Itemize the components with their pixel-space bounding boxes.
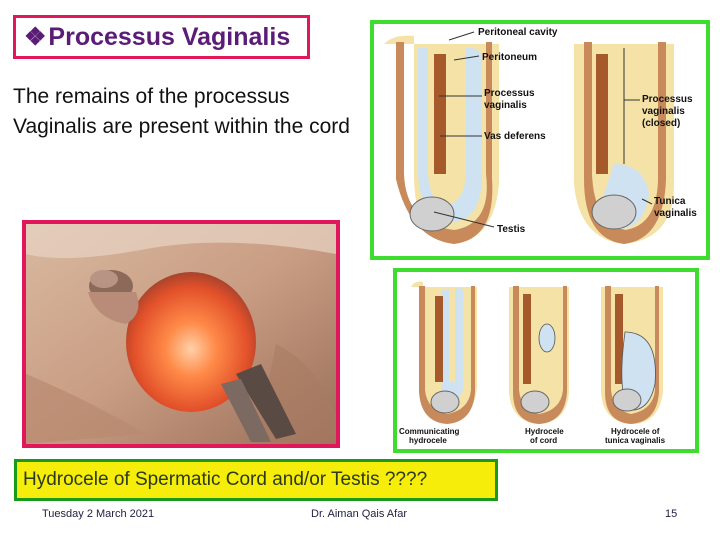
footer-page-number: 15 <box>665 508 678 520</box>
label-pv-closed-1: Processus <box>642 94 693 105</box>
diamond-bullet-icon: ❖ <box>24 23 47 51</box>
label-communicating-2: hydrocele <box>409 436 447 445</box>
label-peritoneal-cavity: Peritoneal cavity <box>478 27 558 38</box>
caption-box: Hydrocele of Spermatic Cord and/or Testi… <box>14 459 498 501</box>
label-peritoneum: Peritoneum <box>482 52 537 63</box>
label-tunica-bottom-2: tunica vaginalis <box>605 436 666 445</box>
panel-cord <box>509 286 569 424</box>
label-tunica-2: vaginalis <box>654 208 697 219</box>
footer-author: Dr. Aiman Qais Afar <box>311 508 407 520</box>
slide-title-text: Processus Vaginalis <box>48 23 291 51</box>
hydrocele-types-diagram: Communicating hydrocele Hydrocele of cor… <box>393 268 699 453</box>
label-processus-2: vaginalis <box>484 100 527 111</box>
footer-date: Tuesday 2 March 2021 <box>42 508 155 520</box>
panel-communicating <box>411 281 477 424</box>
transillumination-photo <box>22 220 340 448</box>
slide-title-box: ❖Processus Vaginalis <box>13 15 310 59</box>
label-pv-closed-3: (closed) <box>642 118 680 129</box>
label-communicating-1: Communicating <box>399 427 460 436</box>
label-cord-2: of cord <box>530 436 557 445</box>
slide-title: ❖Processus Vaginalis <box>24 22 290 52</box>
label-pv-closed-2: vaginalis <box>642 106 685 117</box>
label-vas-deferens: Vas deferens <box>484 131 546 142</box>
photo-illustration <box>26 224 336 444</box>
label-testis: Testis <box>497 224 526 235</box>
label-tunica-1: Tunica <box>654 196 686 207</box>
anatomy-diagram-processus: Peritoneal cavity Peritoneum Processus v… <box>370 20 710 260</box>
body-text: The remains of the processus Vaginalis a… <box>13 85 350 138</box>
label-tunica-bottom-1: Hydrocele of <box>611 427 660 436</box>
caption-text: Hydrocele of Spermatic Cord and/or Testi… <box>23 469 428 490</box>
label-cord-1: Hydrocele <box>525 427 564 436</box>
label-processus-1: Processus <box>484 88 535 99</box>
panel-tunica <box>601 286 663 424</box>
